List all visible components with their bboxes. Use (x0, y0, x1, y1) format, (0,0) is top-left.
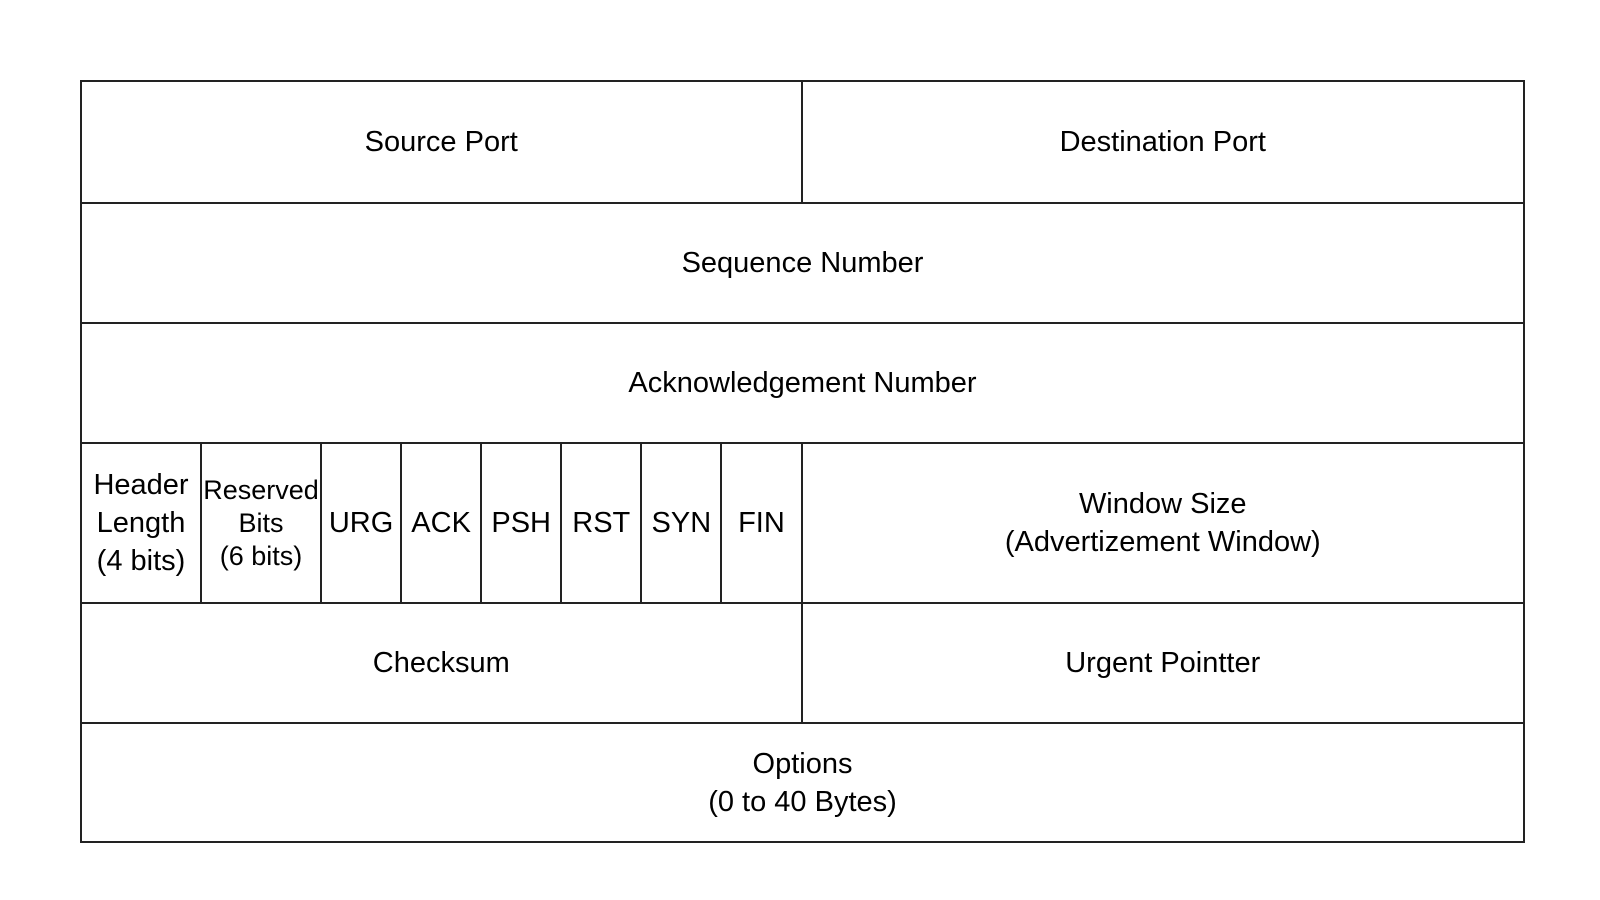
source-port-field: Source Port (82, 82, 803, 202)
ports-row: Source Port Destination Port (82, 82, 1523, 202)
sequence-row: Sequence Number (82, 202, 1523, 322)
flag-fin: FIN (738, 507, 785, 539)
flag-ack: ACK (402, 444, 483, 602)
options-field: Options (0 to 40 Bytes) (708, 747, 897, 818)
destination-port-field: Destination Port (1059, 126, 1266, 158)
flags-row: Header Length (4 bits) Reserved Bits (6 … (82, 442, 1523, 602)
urgent-pointer-field: Urgent Pointter (1065, 647, 1261, 679)
window-size-field: Window Size (Advertizement Window) (1004, 488, 1321, 558)
flag-urg: URG (322, 444, 403, 602)
flag-rst: RST (562, 444, 643, 602)
flag-psh: PSH (482, 444, 563, 602)
checksum-row: Checksum Urgent Pointter (82, 602, 1523, 722)
sequence-number-field: Sequence Number (681, 247, 924, 279)
flags-group: Header Length (4 bits) Reserved Bits (6 … (82, 444, 803, 602)
header-length-field: Header Length (4 bits) (82, 444, 202, 602)
checksum-field: Checksum (82, 604, 803, 722)
tcp-header-diagram: Source Port Destination Port Sequence Nu… (80, 80, 1525, 843)
acknowledgement-row: Acknowledgement Number (82, 322, 1523, 442)
flag-syn: SYN (642, 444, 723, 602)
acknowledgement-number-field: Acknowledgement Number (628, 367, 977, 399)
reserved-bits-field: Reserved Bits (6 bits) (202, 444, 322, 602)
options-row: Options (0 to 40 Bytes) (82, 722, 1523, 841)
